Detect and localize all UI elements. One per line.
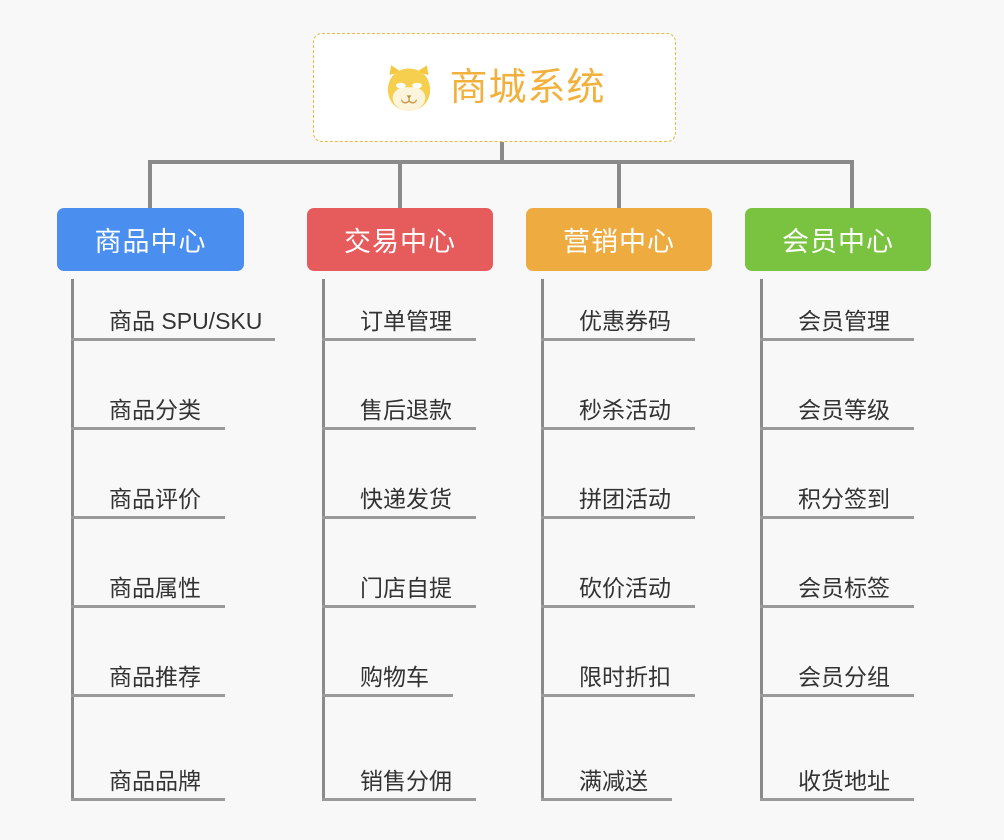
leaf-item-2-1[interactable]: 订单管理: [322, 310, 476, 341]
category-header-1-label: 商品中心: [94, 227, 207, 257]
leaf-label: 商品 SPU/SKU: [109, 308, 263, 334]
column-4-trunk: [760, 279, 763, 800]
category-header-2[interactable]: 交易中心: [307, 208, 493, 271]
leaf-rule: [541, 516, 695, 519]
leaf-label: 商品分类: [109, 397, 201, 423]
leaf-rule: [541, 605, 695, 608]
leaf-rule: [322, 605, 476, 608]
category-header-3[interactable]: 营销中心: [526, 208, 712, 271]
category-header-1[interactable]: 商品中心: [57, 208, 244, 271]
root-title: 商城系统: [449, 66, 606, 109]
leaf-item-3-5[interactable]: 限时折扣: [541, 666, 695, 697]
leaf-rule: [71, 516, 225, 519]
leaf-rule: [322, 427, 476, 430]
leaf-label: 满减送: [579, 768, 648, 794]
leaf-item-1-6[interactable]: 商品品牌: [71, 770, 225, 801]
leaf-label: 商品评价: [109, 486, 201, 512]
leaf-rule: [322, 798, 476, 801]
leaf-label: 砍价活动: [579, 575, 671, 601]
column-1-trunk: [71, 279, 74, 800]
column-2-trunk: [322, 279, 325, 800]
drop-connector-1: [148, 160, 152, 208]
leaf-rule: [322, 338, 476, 341]
leaf-item-3-6[interactable]: 满减送: [541, 770, 672, 801]
leaf-item-2-4[interactable]: 门店自提: [322, 577, 476, 608]
leaf-item-1-1[interactable]: 商品 SPU/SKU: [71, 310, 275, 341]
leaf-rule: [322, 694, 453, 697]
leaf-rule: [760, 694, 914, 697]
drop-connector-2: [398, 160, 402, 208]
leaf-label: 收货地址: [798, 768, 890, 794]
leaf-rule: [541, 427, 695, 430]
leaf-item-2-5[interactable]: 购物车: [322, 666, 453, 697]
leaf-label: 订单管理: [360, 308, 452, 334]
root-node[interactable]: 商城系统: [313, 33, 676, 142]
leaf-label: 会员分组: [798, 664, 890, 690]
leaf-label: 售后退款: [360, 397, 452, 423]
leaf-rule: [71, 798, 225, 801]
leaf-item-1-3[interactable]: 商品评价: [71, 488, 225, 519]
leaf-rule: [541, 338, 695, 341]
leaf-rule: [71, 694, 225, 697]
leaf-rule: [760, 516, 914, 519]
leaf-label: 会员标签: [798, 575, 890, 601]
leaf-item-3-4[interactable]: 砍价活动: [541, 577, 695, 608]
leaf-rule: [760, 798, 914, 801]
leaf-label: 商品属性: [109, 575, 201, 601]
leaf-label: 购物车: [360, 664, 429, 690]
leaf-item-4-2[interactable]: 会员等级: [760, 399, 914, 430]
leaf-rule: [71, 605, 225, 608]
shiba-dog-icon: [383, 62, 435, 114]
leaf-item-2-3[interactable]: 快递发货: [322, 488, 476, 519]
leaf-label: 门店自提: [360, 575, 452, 601]
leaf-label: 限时折扣: [579, 664, 671, 690]
leaf-item-1-2[interactable]: 商品分类: [71, 399, 225, 430]
leaf-rule: [760, 605, 914, 608]
leaf-label: 秒杀活动: [579, 397, 671, 423]
leaf-rule: [71, 427, 225, 430]
leaf-label: 会员管理: [798, 308, 890, 334]
leaf-item-1-4[interactable]: 商品属性: [71, 577, 225, 608]
leaf-label: 优惠券码: [579, 308, 671, 334]
leaf-rule: [541, 694, 695, 697]
leaf-item-3-3[interactable]: 拼团活动: [541, 488, 695, 519]
leaf-item-1-5[interactable]: 商品推荐: [71, 666, 225, 697]
leaf-label: 商品品牌: [109, 768, 201, 794]
leaf-label: 拼团活动: [579, 486, 671, 512]
leaf-item-2-6[interactable]: 销售分佣: [322, 770, 476, 801]
column-3-trunk: [541, 279, 544, 800]
category-header-4-label: 会员中心: [782, 227, 894, 257]
leaf-item-3-1[interactable]: 优惠券码: [541, 310, 695, 341]
leaf-rule: [760, 427, 914, 430]
leaf-rule: [322, 516, 476, 519]
leaf-label: 会员等级: [798, 397, 890, 423]
leaf-rule: [71, 338, 275, 341]
leaf-label: 商品推荐: [109, 664, 201, 690]
leaf-label: 积分签到: [798, 486, 890, 512]
category-header-4[interactable]: 会员中心: [745, 208, 931, 271]
leaf-item-4-6[interactable]: 收货地址: [760, 770, 914, 801]
drop-connector-4: [850, 160, 854, 208]
leaf-item-2-2[interactable]: 售后退款: [322, 399, 476, 430]
leaf-item-4-5[interactable]: 会员分组: [760, 666, 914, 697]
leaf-item-3-2[interactable]: 秒杀活动: [541, 399, 695, 430]
leaf-item-4-4[interactable]: 会员标签: [760, 577, 914, 608]
category-header-3-label: 营销中心: [563, 227, 675, 257]
horizontal-bus-connector: [148, 160, 854, 164]
root-stem-connector: [500, 142, 504, 164]
leaf-label: 销售分佣: [360, 768, 452, 794]
drop-connector-3: [617, 160, 621, 208]
leaf-rule: [541, 798, 672, 801]
category-header-2-label: 交易中心: [344, 227, 456, 257]
leaf-item-4-1[interactable]: 会员管理: [760, 310, 914, 341]
leaf-rule: [760, 338, 914, 341]
leaf-item-4-3[interactable]: 积分签到: [760, 488, 914, 519]
leaf-label: 快递发货: [360, 486, 452, 512]
